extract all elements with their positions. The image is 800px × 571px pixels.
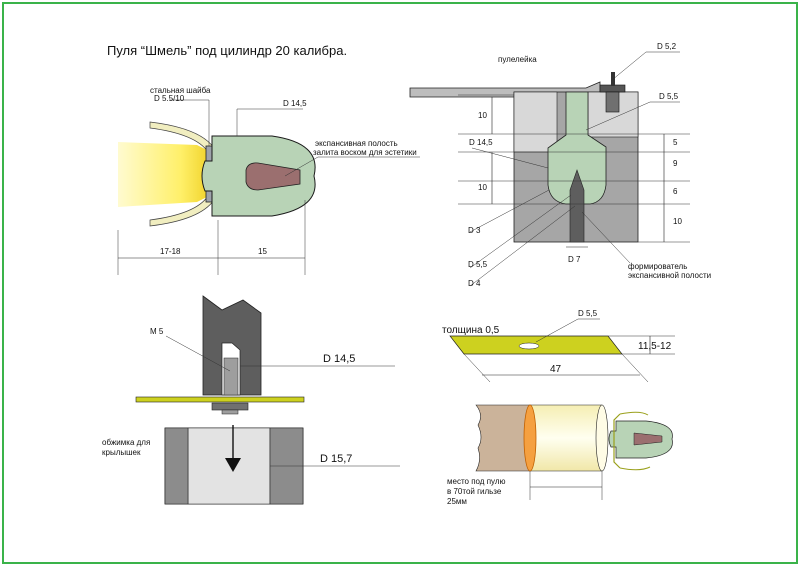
dim-15: 15 bbox=[258, 247, 267, 256]
dim-9: 9 bbox=[673, 159, 678, 168]
label-d15-7: D 15,7 bbox=[320, 453, 352, 465]
label-d14-5-crimp: D 14,5 bbox=[323, 353, 355, 365]
expansion-cavity bbox=[245, 162, 301, 191]
crimp-label-1: обжимка для bbox=[102, 438, 150, 447]
washer-label-2: D 5.5/10 bbox=[154, 94, 185, 103]
label-d7: D 7 bbox=[568, 255, 581, 264]
dim-17-18: 17-18 bbox=[160, 247, 181, 256]
former-label-2: экспансивной полости bbox=[628, 271, 711, 280]
shell-note-3: 25мм bbox=[447, 497, 467, 506]
page-border bbox=[2, 2, 798, 564]
screw-head bbox=[599, 84, 626, 93]
mould-figure: 10 10 5 9 6 10 пулелейка D 5,2 D 5,5 D 1… bbox=[409, 42, 711, 288]
label-d3: D 3 bbox=[468, 226, 481, 235]
shell-note-2: в 70той гильзе bbox=[447, 487, 502, 496]
label-bullet-mould: пулелейка bbox=[498, 55, 537, 64]
washer-label-1: стальная шайба bbox=[150, 86, 211, 95]
label-d5-5-strip: D 5,5 bbox=[578, 309, 598, 318]
label-d4: D 4 bbox=[468, 279, 481, 288]
label-thickness: толщина 0,5 bbox=[442, 325, 500, 336]
shell-note-1: место под пулю bbox=[447, 477, 506, 486]
bullet-section-figure: 17-18 15 D 14,5 стальная шайба D 5.5/10 … bbox=[117, 86, 420, 275]
cavity-label-1: экспансивная полость bbox=[315, 139, 398, 148]
strip-figure: толщина 0,5 D 5,5 11,5-12 47 bbox=[442, 309, 675, 383]
wad-filler bbox=[118, 142, 207, 207]
label-d14-5: D 14,5 bbox=[283, 99, 307, 108]
strip-hole bbox=[518, 342, 540, 350]
label-d5-5-top: D 5,5 bbox=[659, 92, 679, 101]
cavity-label-2: залита воском для эстетики bbox=[313, 148, 417, 157]
label-m5: M 5 bbox=[150, 327, 164, 336]
wing-plate bbox=[135, 396, 305, 403]
dim-5: 5 bbox=[673, 138, 678, 147]
dim-10-a: 10 bbox=[478, 111, 487, 120]
label-width: 11,5-12 bbox=[638, 341, 672, 352]
former-label-1: формирователь bbox=[628, 262, 687, 271]
shell-figure: место под пулю в 70той гильзе 25мм bbox=[447, 404, 673, 506]
label-length: 47 bbox=[550, 364, 562, 375]
page-title: Пуля “Шмель” под цилиндр 20 калибра. bbox=[107, 43, 347, 58]
dim-10-c: 10 bbox=[673, 217, 682, 226]
dim-6: 6 bbox=[673, 187, 678, 196]
dim-10-b: 10 bbox=[478, 183, 487, 192]
down-arrow-icon bbox=[225, 458, 241, 472]
shell-open-space bbox=[529, 404, 603, 472]
shell-case bbox=[475, 404, 531, 472]
label-d14-5-mould: D 14,5 bbox=[469, 138, 493, 147]
label-d5-2: D 5,2 bbox=[657, 42, 677, 51]
label-d5-5-former: D 5,5 bbox=[468, 260, 488, 269]
crimp-label-2: крылышек bbox=[102, 448, 141, 457]
m5-screw bbox=[223, 357, 239, 396]
cavity-former bbox=[569, 169, 585, 243]
crimp-figure: M 5 D 14,5 обжимка для крылышек D 15,7 bbox=[102, 295, 400, 505]
